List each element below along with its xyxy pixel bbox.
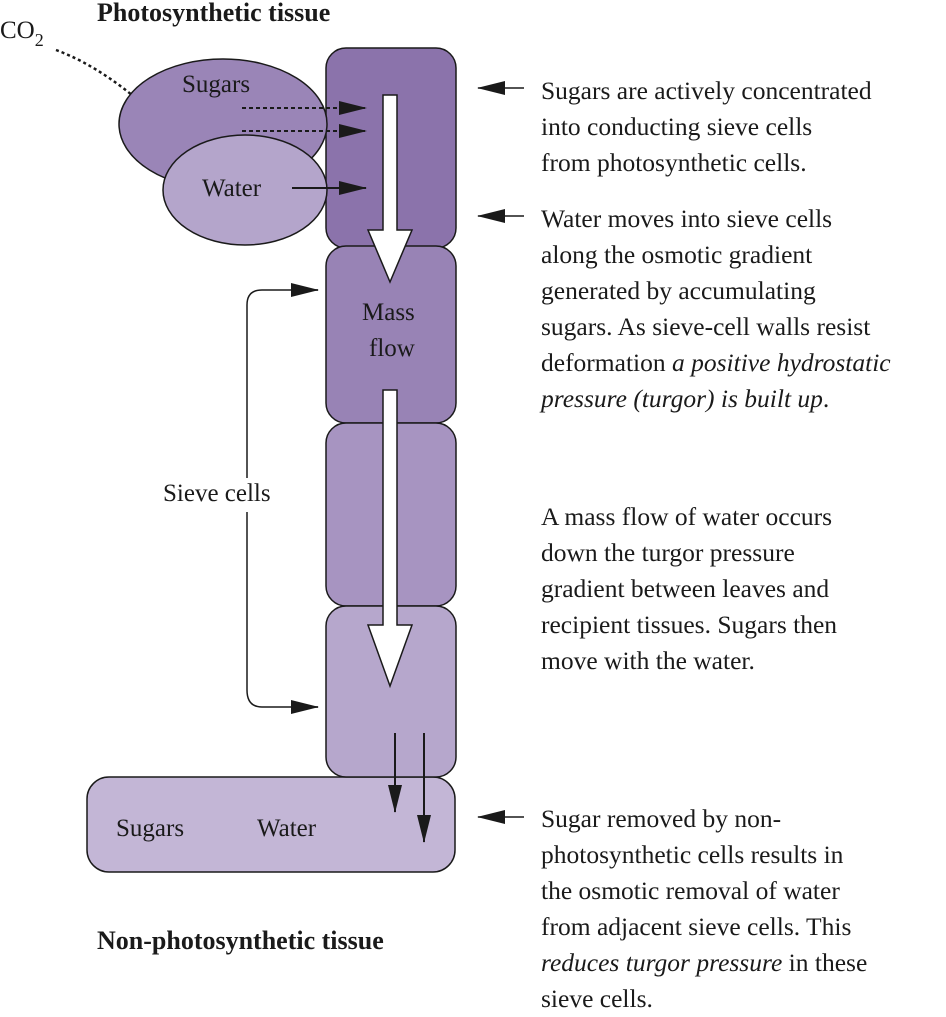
explanation-line: Sugar removed by non- <box>541 801 867 837</box>
text-run: Water moves into sieve cells <box>541 204 833 233</box>
text-run: A mass flow of water occurs <box>541 502 833 531</box>
text-run: the osmotic removal of water <box>541 876 840 905</box>
mass-flow-arrow-lower <box>366 389 414 689</box>
text-run: . <box>822 384 830 413</box>
explanation-line: sieve cells. <box>541 981 867 1017</box>
explanation-line: Sugars are actively concentrated <box>541 73 872 109</box>
text-run: gradient between leaves and <box>541 574 830 603</box>
sieve-cells-label: Sieve cells <box>163 480 271 507</box>
explanation-line: gradient between leaves and <box>541 571 837 607</box>
sink-tissue-cell <box>86 776 456 873</box>
explanation-line: photosynthetic cells results in <box>541 837 867 873</box>
explanation-line: move with the water. <box>541 643 837 679</box>
text-run: generated by accumulating <box>541 276 816 305</box>
explanation-line: generated by accumulating <box>541 273 891 309</box>
sugars-top-label: Sugars <box>182 71 250 98</box>
text-run: in these <box>782 948 868 977</box>
emphasis-text: a positive hydrostatic <box>672 348 891 377</box>
text-run: along the osmotic gradient <box>541 240 813 269</box>
text-run: Sugar removed by non- <box>541 804 782 833</box>
water-source-cell <box>162 134 328 246</box>
non-photosynthetic-tissue-title: Non-photosynthetic tissue <box>97 926 384 955</box>
explanation-line: reduces turgor pressure in these <box>541 945 867 981</box>
text-run: down the turgor pressure <box>541 538 795 567</box>
text-run: sugars. As sieve-cell walls resist <box>541 312 871 341</box>
explanation-line: into conducting sieve cells <box>541 109 872 145</box>
text-run: deformation <box>541 348 672 377</box>
explanation-line: from adjacent sieve cells. This <box>541 909 867 945</box>
explanation-line: along the osmotic gradient <box>541 237 891 273</box>
water-bottom-label: Water <box>257 815 317 842</box>
explanation-line: pressure (turgor) is built up. <box>541 381 891 417</box>
text-run: recipient tissues. Sugars then <box>541 610 838 639</box>
mass-flow-label-line1: Mass <box>362 299 415 326</box>
text-run: from photosynthetic cells. <box>541 148 807 177</box>
explanation-mass-flow: A mass flow of water occurs down the turg… <box>541 499 837 679</box>
explanation-turgor: Water moves into sieve cells along the os… <box>541 201 891 417</box>
explanation-line: Water moves into sieve cells <box>541 201 891 237</box>
mass-flow-label-line2: flow <box>369 335 415 362</box>
sugars-bottom-label: Sugars <box>116 815 184 842</box>
text-run: from adjacent sieve cells. This <box>541 912 852 941</box>
photosynthetic-tissue-title: Photosynthetic tissue <box>97 0 330 27</box>
explanation-line: the osmotic removal of water <box>541 873 867 909</box>
emphasis-text: pressure (turgor) is built up <box>541 384 823 413</box>
mass-flow-arrow-upper <box>366 94 414 284</box>
explanation-line: A mass flow of water occurs <box>541 499 837 535</box>
text-run: sieve cells. <box>541 984 653 1013</box>
explanation-loading: Sugars are actively concentrated into con… <box>541 73 872 181</box>
explanation-unloading: Sugar removed by non-photosynthetic cell… <box>541 801 867 1017</box>
text-run: into conducting sieve cells <box>541 112 813 141</box>
text-run: Sugars are actively concentrated <box>541 76 872 105</box>
co2-label: CO2 <box>0 17 44 50</box>
emphasis-text: reduces turgor pressure <box>541 948 783 977</box>
explanation-line: from photosynthetic cells. <box>541 145 872 181</box>
explanation-line: down the turgor pressure <box>541 535 837 571</box>
text-run: photosynthetic cells results in <box>541 840 844 869</box>
water-top-label: Water <box>202 175 262 202</box>
explanation-line: sugars. As sieve-cell walls resist <box>541 309 891 345</box>
explanation-line: deformation a positive hydrostatic <box>541 345 891 381</box>
explanation-line: recipient tissues. Sugars then <box>541 607 837 643</box>
sieve-cells-label-bg <box>160 478 295 512</box>
text-run: move with the water. <box>541 646 755 675</box>
